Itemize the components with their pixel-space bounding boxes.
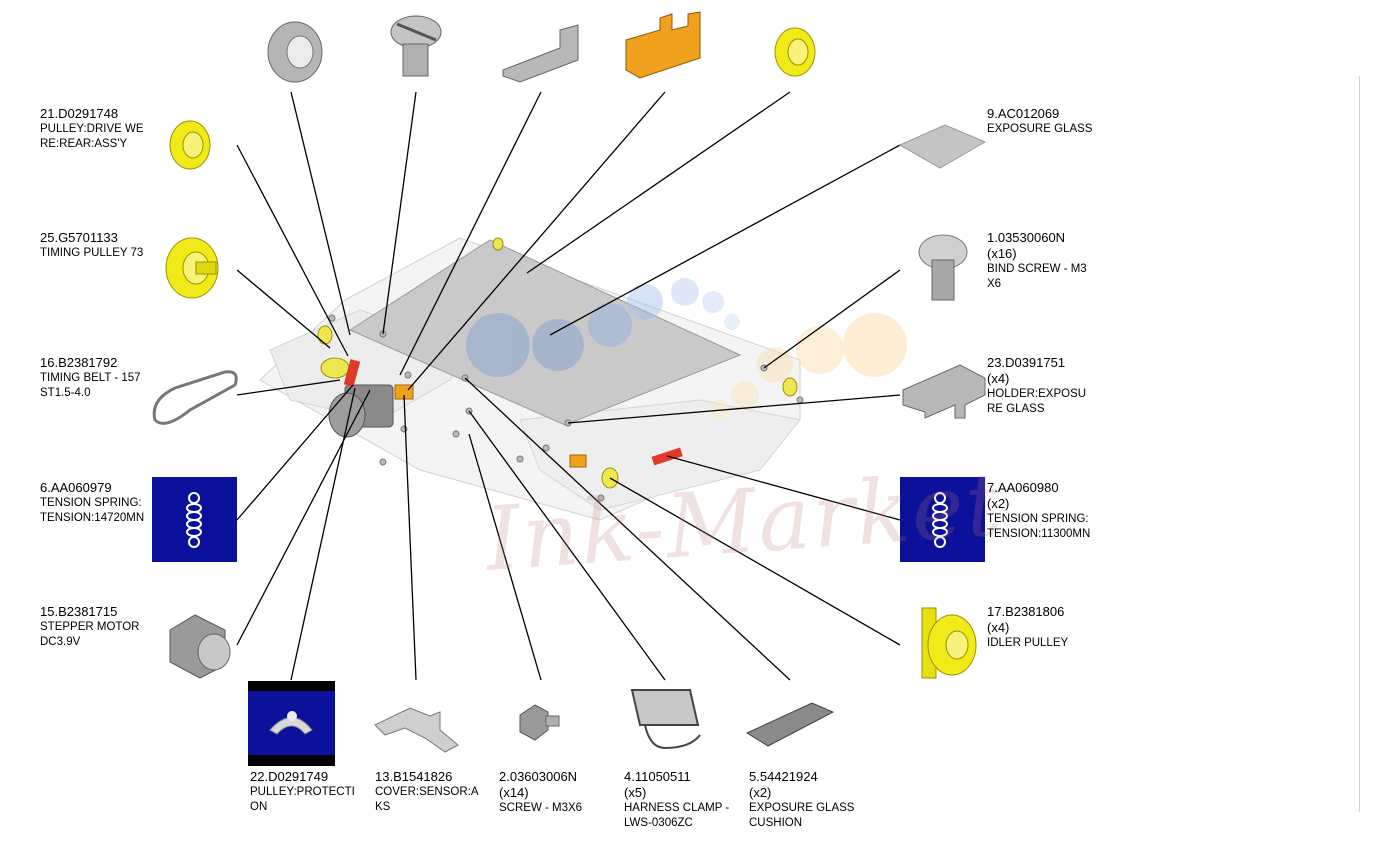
slotted-screw-icon	[390, 15, 442, 77]
part-number: 23.D0391751	[987, 355, 1066, 370]
part-number: 25.G5701133	[40, 230, 118, 245]
part-quantity: (x14)	[499, 785, 529, 800]
idler-pulley-icon	[921, 607, 977, 679]
part-label: 1.03530060N (x16) BIND SCREW - M3 X6	[987, 230, 1087, 292]
part-label: 23.D0391751 (x4) HOLDER:EXPOSU RE GLASS	[987, 355, 1086, 417]
timing-belt-icon	[152, 370, 238, 425]
part-number: 13.B1541826	[375, 769, 453, 784]
part-quantity: (x2)	[749, 785, 772, 800]
leader-lines	[236, 91, 901, 681]
part-description: BIND SCREW - M3 X6	[987, 263, 1087, 290]
stepper-motor-icon	[169, 614, 231, 679]
part-label: 6.AA060979 TENSION SPRING: TENSION:14720…	[40, 480, 144, 526]
part-number: 17.B2381806	[987, 604, 1065, 619]
part-number: 1.03530060N	[987, 230, 1066, 245]
part-label: 22.D0291749 PULLEY:PROTECTI ON	[250, 769, 355, 815]
watermark-circles	[466, 278, 907, 420]
sensor-icon	[625, 11, 701, 79]
part-description: EXPOSURE GLASS	[987, 123, 1093, 135]
part-label: 7.AA060980 (x2) TENSION SPRING: TENSION:…	[987, 480, 1090, 542]
part-quantity: (x4)	[987, 371, 1010, 386]
motor-assembly	[317, 325, 394, 438]
exposure-glass-icon	[898, 124, 987, 169]
part-description: TENSION SPRING: TENSION:14720MN	[40, 497, 145, 524]
harness-clamp-icon	[630, 689, 701, 750]
part-description: TIMING BELT - 157 ST1.5-4.0	[40, 372, 141, 399]
glass-holder-icon	[902, 364, 986, 419]
part-description: SCREW - M3X6	[499, 802, 583, 814]
part-description: HOLDER:EXPOSU RE GLASS	[987, 388, 1087, 415]
part-description: PULLEY:PROTECTI ON	[250, 786, 355, 813]
protection-pulley-icon	[248, 681, 335, 766]
part-number: 6.AA060979	[40, 480, 112, 495]
scanner-assembly	[259, 237, 907, 521]
part-label: 15.B2381715 STEPPER MOTOR DC3.9V	[40, 604, 139, 650]
part-label: 9.AC012069 EXPOSURE GLASS	[987, 106, 1092, 137]
part-label: 17.B2381806 (x4) IDLER PULLEY	[987, 604, 1068, 651]
part-description: HARNESS CLAMP - LWS-0306ZC	[624, 802, 730, 829]
part-number: 22.D0291749	[250, 769, 329, 784]
part-number: 16.B2381792	[40, 355, 118, 370]
part-quantity: (x2)	[987, 496, 1010, 511]
part-label: 5.54421924 (x2) EXPOSURE GLASS CUSHION	[749, 769, 854, 831]
part-quantity: (x4)	[987, 620, 1010, 635]
part-number: 5.54421924	[749, 769, 818, 784]
part-quantity: (x16)	[987, 246, 1017, 261]
part-description: STEPPER MOTOR DC3.9V	[40, 621, 140, 648]
part-label: 2.03603006N (x14) SCREW - M3X6	[499, 769, 582, 816]
tension-spring-right-icon	[900, 477, 985, 562]
bind-screw-icon	[918, 234, 968, 301]
right-divider	[1359, 76, 1360, 812]
part-label: 21.D0291748 PULLEY:DRIVE WE RE:REAR:ASS'…	[40, 106, 144, 152]
part-number: 7.AA060980	[987, 480, 1059, 495]
part-label: 25.G5701133 TIMING PULLEY 73	[40, 230, 143, 261]
part-number: 15.B2381715	[40, 604, 118, 619]
bracket-icon	[502, 24, 579, 83]
tension-spring-left-icon	[152, 477, 237, 562]
part-number: 9.AC012069	[987, 106, 1060, 121]
part-description: EXPOSURE GLASS CUSHION	[749, 802, 855, 829]
part-description: TIMING PULLEY 73	[40, 247, 144, 259]
part-quantity: (x5)	[624, 785, 647, 800]
glass-cushion-icon	[745, 702, 835, 747]
part-label: 4.11050511 (x5) HARNESS CLAMP - LWS-0306…	[624, 769, 729, 831]
part-number: 2.03603006N	[499, 769, 578, 784]
part-number: 21.D0291748	[40, 106, 119, 121]
part-label: 16.B2381792 TIMING BELT - 157 ST1.5-4.0	[40, 355, 141, 401]
screw-icon	[519, 704, 560, 741]
bushing-icon	[267, 21, 323, 83]
part-description: IDLER PULLEY	[987, 637, 1069, 649]
drive-pulley-icon	[169, 120, 211, 170]
part-description: COVER:SENSOR:A KS	[375, 786, 479, 813]
part-description: TENSION SPRING: TENSION:11300MN	[987, 513, 1091, 540]
part-number: 4.11050511	[624, 769, 691, 784]
yellow-pulley-icon	[774, 27, 816, 77]
timing-pulley-icon	[165, 237, 219, 299]
part-description: PULLEY:DRIVE WE RE:REAR:ASS'Y	[40, 123, 144, 150]
part-label: 13.B1541826 COVER:SENSOR:A KS	[375, 769, 479, 815]
exposure-glass-plate	[348, 239, 742, 426]
sensor-cover-icon	[374, 707, 459, 753]
